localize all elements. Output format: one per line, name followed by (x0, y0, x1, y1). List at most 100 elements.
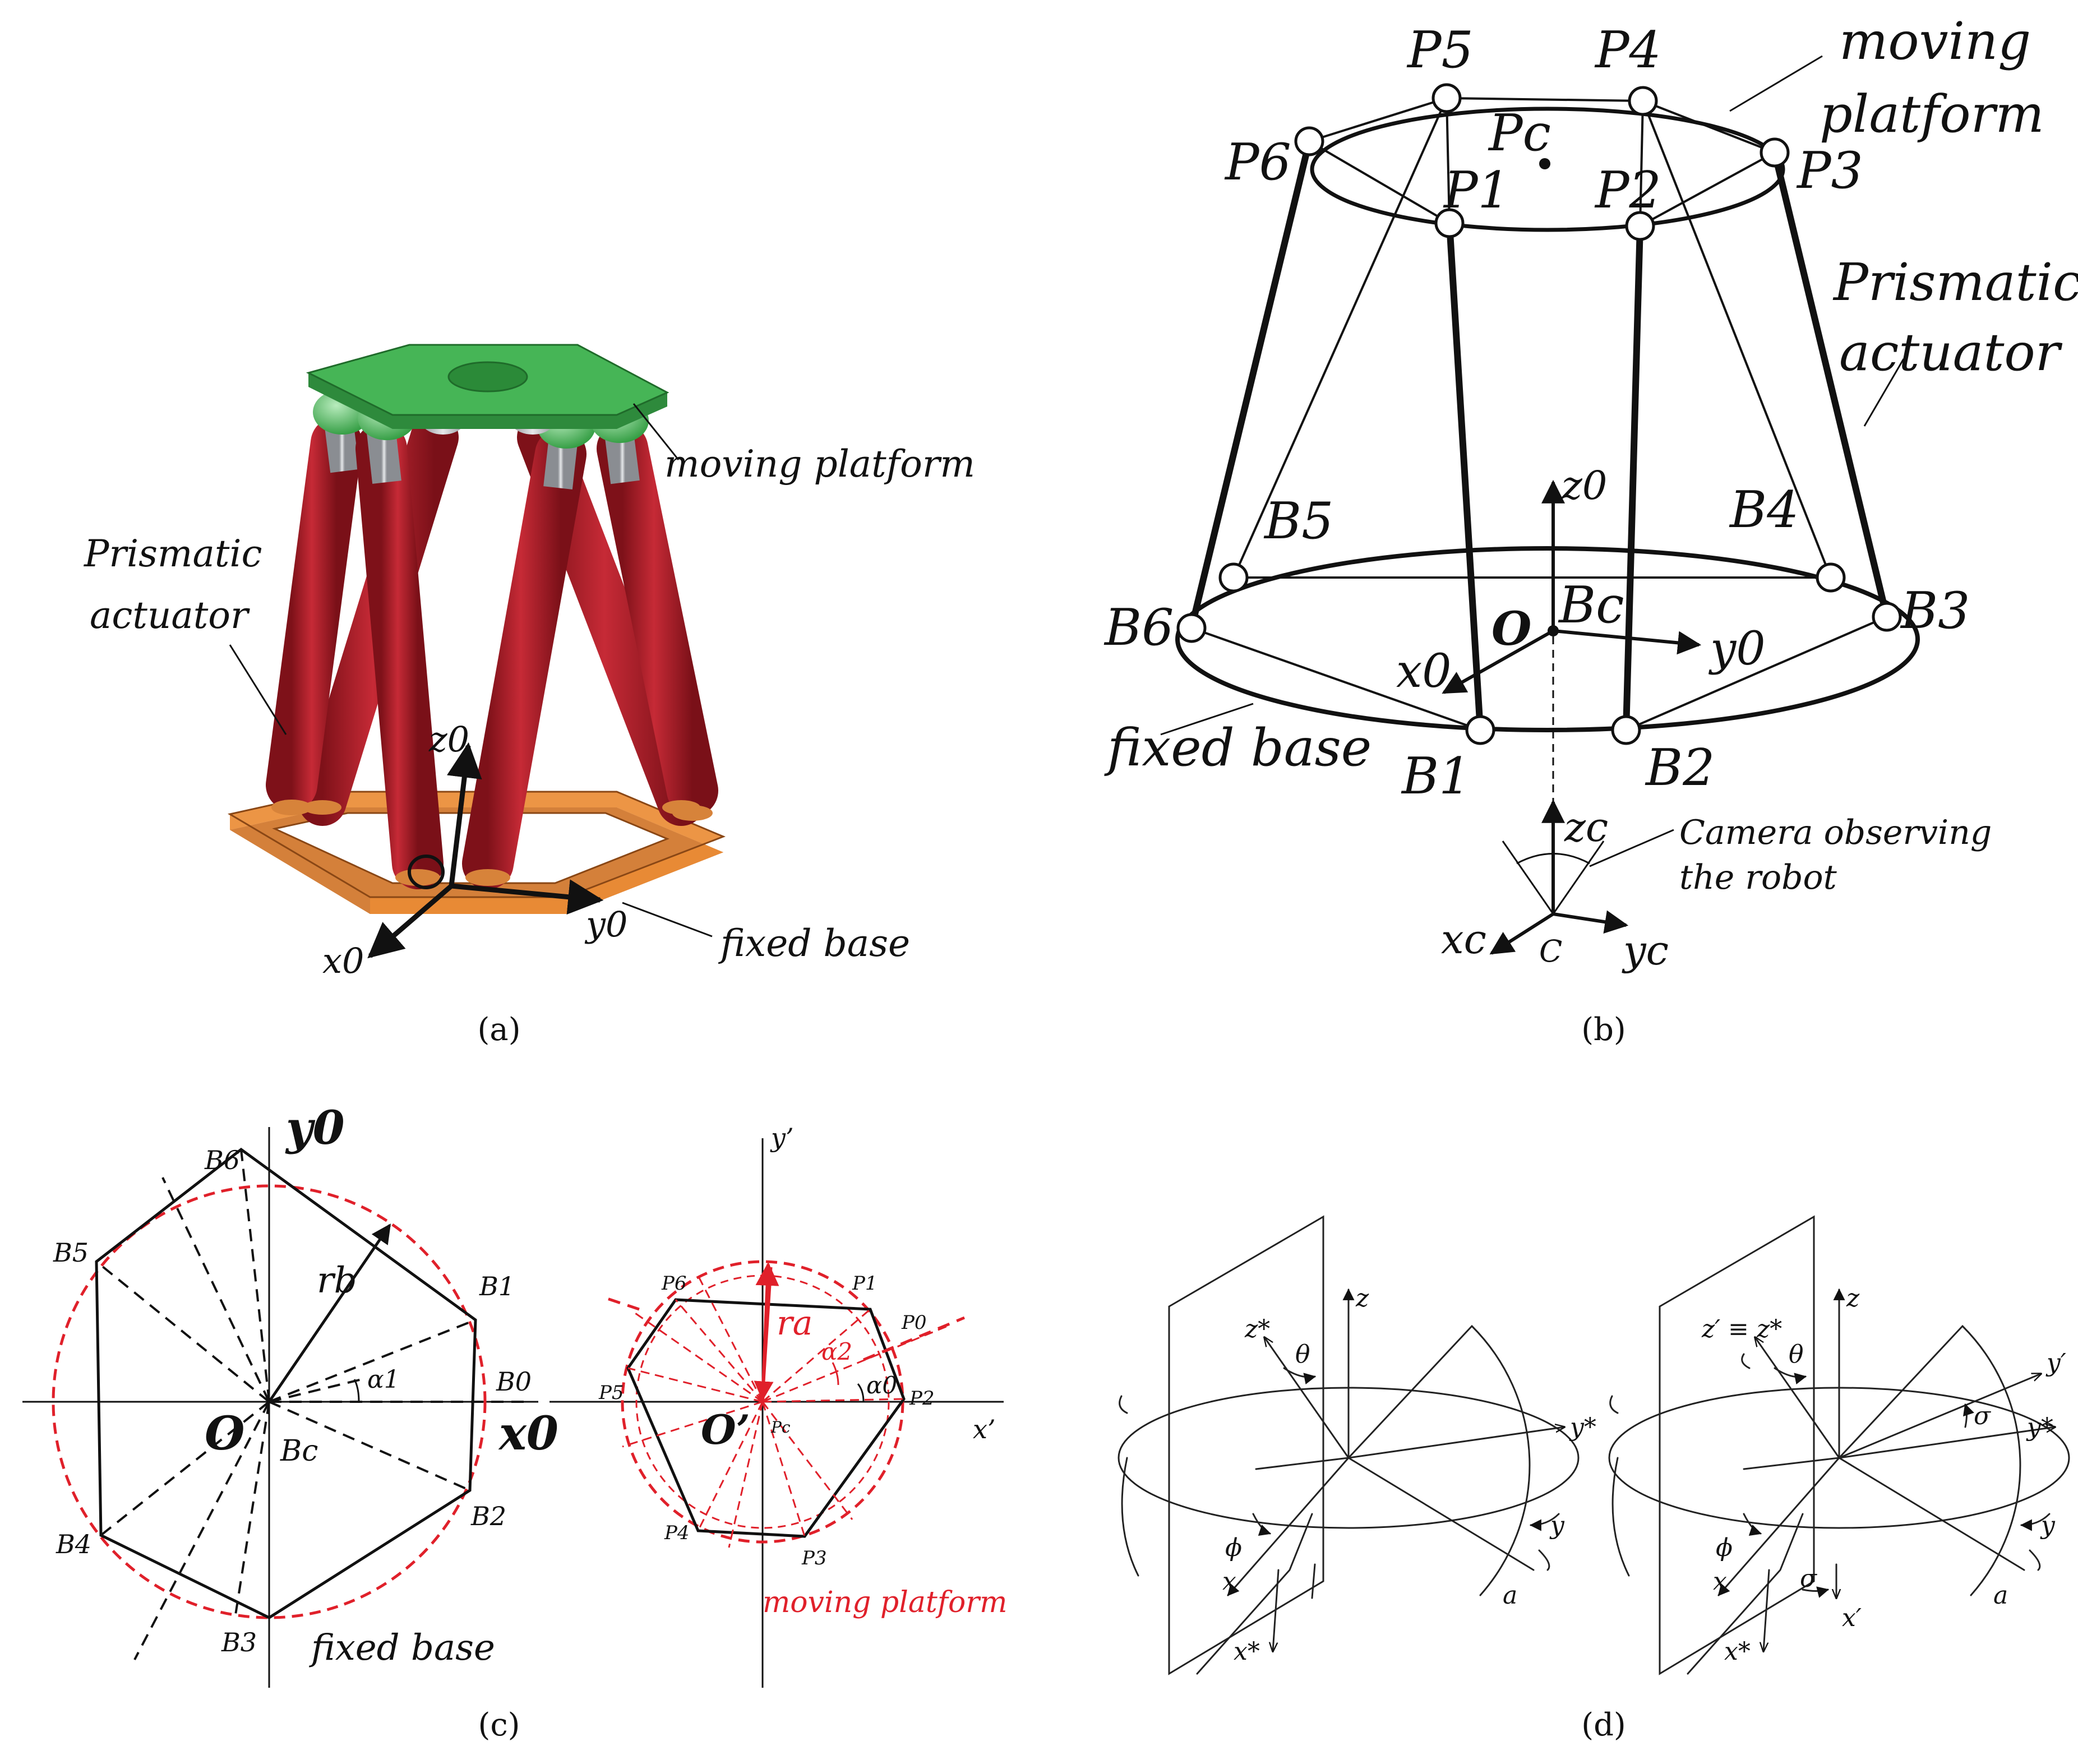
base-frame-axes (1442, 479, 1702, 807)
d-right-x: x (1713, 1567, 1727, 1596)
panel-c: y0 x0 O Bc B0 B1 B2 B3 B4 B5 B6 rb α1 fi… (22, 1101, 1007, 1743)
label-alpha1: α1 (367, 1365, 400, 1394)
leader-actuator (1863, 358, 1905, 427)
bottom-ellipse (1175, 546, 1920, 732)
label-B5: B5 (1263, 492, 1333, 551)
d-right-zeq: z′ ≡ z* (1701, 1315, 1782, 1343)
d-left-a: a (1503, 1581, 1517, 1610)
label-prismatic: Prismatic (84, 532, 262, 575)
leader-moving-platform (632, 403, 680, 460)
d-right-ystar: y* (2026, 1413, 2053, 1442)
label-moving: moving (1839, 11, 2031, 71)
label-yp: y’ (770, 1123, 794, 1153)
label-actuator: actuator (90, 594, 250, 637)
caption-b: (b) (1581, 1012, 1626, 1048)
joint-markers (1176, 83, 1902, 745)
label-x0: x0 (1396, 645, 1451, 698)
camera-frame (1489, 799, 1674, 955)
base-hexagon (95, 1147, 477, 1619)
label-B5: B5 (53, 1237, 89, 1268)
label-zc: zc (1564, 804, 1608, 851)
label-Bc: Bc (1558, 576, 1624, 635)
label-Pc: Pc (1488, 104, 1551, 163)
label-B1: B1 (1401, 747, 1471, 806)
d-left-ystar: y* (1569, 1413, 1596, 1442)
d-right-xprime: x′ (1842, 1604, 1862, 1632)
alpha2-arc (832, 1362, 839, 1386)
label-ra: ra (777, 1304, 812, 1343)
label-xc: xc (1441, 916, 1486, 963)
panel-d: z z* θ ϕ x x* y* y a (1117, 1215, 2070, 1743)
d-right-a: a (1993, 1581, 2008, 1610)
label-alpha2: α2 (821, 1338, 852, 1365)
label-yc: yc (1622, 927, 1669, 974)
label-y0: y0 (1708, 622, 1766, 676)
label-B4: B4 (1729, 481, 1799, 539)
leader-fixed-base (622, 902, 713, 938)
caption-d: (d) (1581, 1707, 1626, 1743)
d-left-xstar: x* (1234, 1637, 1260, 1666)
label-xp: x’ (973, 1414, 996, 1444)
pc-dot (1539, 158, 1550, 169)
alpha1-arc (353, 1379, 360, 1402)
label-P4: P4 (1594, 21, 1661, 80)
label-P3: P3 (801, 1547, 827, 1569)
label-O: O (1491, 602, 1531, 656)
label-B6: B6 (1103, 598, 1174, 657)
label-moving-platform: moving platform (664, 442, 975, 486)
label-C: C (1539, 934, 1562, 969)
panel-b: moving platform Prismatic actuator fixed… (1103, 11, 2078, 1048)
d-left-x: x (1222, 1567, 1236, 1596)
label-y0: y0 (285, 1101, 345, 1155)
top-ellipse (1310, 107, 1785, 232)
d-left-theta: θ (1295, 1340, 1310, 1369)
label-B3: B3 (1900, 581, 1970, 640)
label-Op: O’ (701, 1406, 750, 1453)
d-left-z: z (1355, 1284, 1369, 1313)
d-right-sigma-1: σ (1974, 1402, 1992, 1430)
label-B6: B6 (204, 1145, 240, 1175)
alpha0-arc (857, 1383, 865, 1402)
label-z0: z0 (428, 719, 469, 760)
label-camera-2: the robot (1679, 858, 1837, 897)
label-moving-platform: moving platform (763, 1586, 1007, 1619)
label-y0: y0 (584, 904, 627, 945)
label-B0: B0 (496, 1366, 532, 1397)
d-left-y: y (1549, 1511, 1565, 1540)
label-O: O (205, 1407, 244, 1461)
d-right-yprime: y′ (2045, 1349, 2066, 1377)
label-P6: P6 (1224, 133, 1291, 192)
label-P2: P2 (1594, 161, 1661, 220)
ra-arrow-down (754, 1267, 774, 1401)
label-actuator: actuator (1839, 322, 2063, 382)
label-P6: P6 (661, 1272, 687, 1295)
d-left-phi: ϕ (1225, 1534, 1242, 1562)
base-circle (52, 1184, 487, 1619)
d-right-z: z (1846, 1284, 1860, 1313)
caption-c: (c) (478, 1707, 520, 1743)
panel-d-left (1117, 1215, 1580, 1675)
label-B2: B2 (470, 1501, 506, 1531)
leader-prismatic (229, 644, 287, 735)
label-P3: P3 (1796, 141, 1863, 200)
d-right-y: y (2040, 1511, 2056, 1540)
moving-platform (306, 344, 669, 429)
label-fixed-base: fixed base (1104, 718, 1372, 778)
d-right-xstar: x* (1724, 1637, 1751, 1666)
label-camera-1: Camera observing (1679, 813, 1992, 852)
label-rb: rb (317, 1260, 357, 1301)
label-z0: z0 (1561, 463, 1607, 509)
label-P5: P5 (598, 1382, 624, 1404)
d-right-sigma-2: σ (1800, 1564, 1818, 1593)
label-P5: P5 (1406, 21, 1474, 80)
caption-a: (a) (477, 1012, 520, 1048)
d-right-theta: θ (1789, 1340, 1804, 1369)
base-axes (367, 742, 604, 959)
d-right-phi: ϕ (1716, 1534, 1733, 1562)
label-B3: B3 (221, 1627, 257, 1657)
label-fixed-base: fixed base (309, 1627, 495, 1669)
label-Pc: Pc (770, 1418, 791, 1437)
label-platform: platform (1820, 84, 2044, 144)
panel-a: moving platform Prismatic actuator fixed… (84, 344, 975, 1048)
